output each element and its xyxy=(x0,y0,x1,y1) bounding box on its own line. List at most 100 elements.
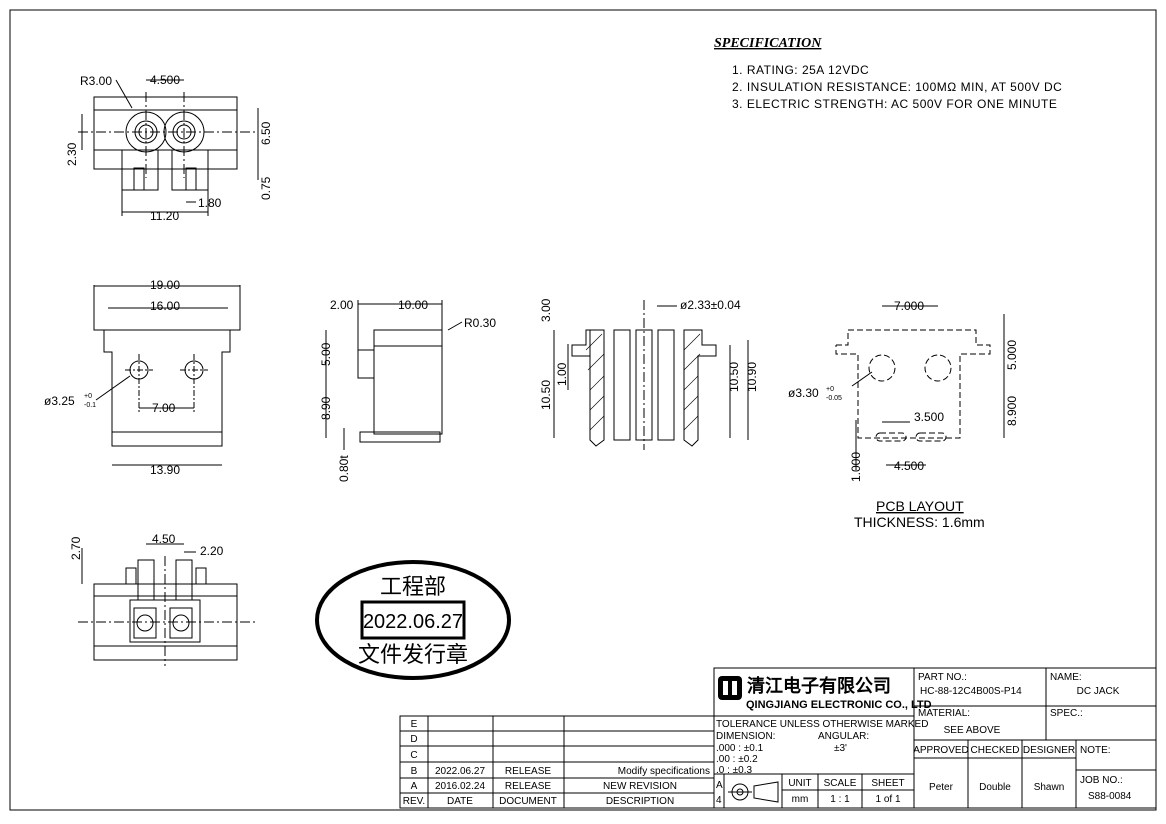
top-view xyxy=(78,79,259,216)
checked-value: Double xyxy=(979,782,1011,793)
section-h-left: 10.50 xyxy=(539,380,553,410)
rev-c: C xyxy=(410,750,417,761)
rev-b-doc: RELEASE xyxy=(505,766,551,777)
rev-d: D xyxy=(410,734,417,745)
approved-value: Peter xyxy=(929,782,954,793)
top-pitch: 4.500 xyxy=(150,73,180,87)
top-pin: 1.80 xyxy=(198,196,222,210)
company-en: QINGJIANG ELECTRONIC CO., LTD xyxy=(746,699,932,711)
bottom-pitch: 4.50 xyxy=(152,532,176,546)
pcb-h1: 5.000 xyxy=(1005,340,1019,370)
top-h-left: 2.30 xyxy=(65,142,79,166)
front-hole: ø3.25 xyxy=(44,394,75,408)
tol-row-1: .000 : ±0.1 xyxy=(716,743,764,754)
pcb-hole-tol-dn: -0.05 xyxy=(826,395,842,402)
unit-value: mm xyxy=(792,794,809,805)
side-h1: 5.00 xyxy=(319,342,333,366)
rev-a: A xyxy=(411,781,418,792)
revision-rows: E D C B 2022.06.27 RELEASE Modify specif… xyxy=(403,719,710,807)
top-width: 11.20 xyxy=(150,209,179,223)
pcb-h2: 8.900 xyxy=(1005,396,1019,426)
material-value: SEE ABOVE xyxy=(944,725,1001,736)
pcb-thickness: THICKNESS: 1.6mm xyxy=(854,514,985,530)
section-h-inner: 1.00 xyxy=(555,362,569,386)
scale-label: SCALE xyxy=(824,778,857,789)
sheet-border xyxy=(9,9,1157,811)
company-cn: 清江电子有限公司 xyxy=(747,675,891,697)
tol-row-2: .00 : ±0.2 xyxy=(716,754,758,765)
angular-value: ±3' xyxy=(834,743,847,754)
top-r: R3.00 xyxy=(80,74,112,88)
top-h-low: 0.75 xyxy=(259,176,273,200)
tol-row-3: .0 : ±0.3 xyxy=(716,765,753,776)
size-4: 4 xyxy=(716,795,722,806)
pcb-slot-pitch: 4.500 xyxy=(894,459,924,473)
title-block xyxy=(713,667,1157,809)
front-pitch: 7.00 xyxy=(152,401,176,415)
side-view xyxy=(325,300,463,450)
spec-title: SPECIFICATION xyxy=(714,36,822,51)
pcb-pitch: 7.000 xyxy=(894,299,924,313)
rev-header-desc: DESCRIPTION xyxy=(606,796,674,807)
section-dia: ø2.33±0.04 xyxy=(680,298,741,312)
projection-symbol-icon xyxy=(728,781,779,803)
pcb-slot: 3.500 xyxy=(914,410,944,424)
company-logo xyxy=(718,676,742,700)
angular-label: ANGULAR: xyxy=(818,731,869,742)
side-a: 2.00 xyxy=(330,298,354,312)
revision-table xyxy=(399,715,715,809)
section-view xyxy=(553,300,749,450)
checked-label: CHECKED xyxy=(971,745,1020,756)
stamp-top: 工程部 xyxy=(380,575,446,600)
designer-label: DESIGNER xyxy=(1023,745,1075,756)
bottom-view xyxy=(78,543,255,666)
front-base: 13.90 xyxy=(150,463,180,477)
front-view xyxy=(93,285,241,466)
rev-header-rev: REV. xyxy=(403,796,425,807)
tolerance-title: TOLERANCE UNLESS OTHERWISE MARKED xyxy=(716,719,928,730)
rev-b-desc: Modify specifications xyxy=(618,766,710,777)
rev-b-date: 2022.06.27 xyxy=(435,766,485,777)
rev-header-date: DATE xyxy=(447,796,473,807)
rev-e: E xyxy=(411,719,418,730)
front-inner: 16.00 xyxy=(150,299,180,313)
rev-a-date: 2016.02.24 xyxy=(435,781,485,792)
section-hatch xyxy=(585,333,701,431)
pcb-layout-view xyxy=(835,329,991,442)
stamp-date: 2022.06.27 xyxy=(363,611,463,633)
sheet-value: 1 of 1 xyxy=(875,794,900,805)
stamp-bottom: 文件发行章 xyxy=(358,643,468,668)
spec-item-1: 1. RATING: 25A 12VDC xyxy=(732,63,869,77)
section-top: 3.00 xyxy=(539,298,553,322)
rev-b: B xyxy=(411,766,418,777)
material-label: MATERIAL: xyxy=(918,708,970,719)
name-value: DC JACK xyxy=(1077,686,1120,697)
job-no-value: S88-0084 xyxy=(1088,791,1132,802)
pcb-title: PCB LAYOUT xyxy=(876,498,964,514)
front-hole-tol-up: +0 xyxy=(84,393,92,400)
pcb-slot-h: 1.000 xyxy=(849,452,863,482)
side-h2: 8.90 xyxy=(319,396,333,420)
spec-item-3: 3. ELECTRIC STRENGTH: AC 500V FOR ONE MI… xyxy=(732,97,1057,111)
bottom-h: 2.70 xyxy=(69,536,83,560)
top-h-right: 6.50 xyxy=(259,121,273,145)
rev-a-doc: RELEASE xyxy=(505,781,551,792)
section-h-r2: 10.90 xyxy=(745,362,759,392)
pcb-hole: ø3.30 xyxy=(788,386,819,400)
rev-a-desc: NEW REVISION xyxy=(603,781,677,792)
spec-label: SPEC.: xyxy=(1050,708,1083,719)
size-a: A xyxy=(716,780,723,791)
rev-header-doc: DOCUMENT xyxy=(499,796,557,807)
spec-item-2: 2. INSULATION RESISTANCE: 100MΩ MIN, AT … xyxy=(732,80,1062,94)
dimension-label: DIMENSION: xyxy=(716,731,775,742)
bottom-w: 2.20 xyxy=(200,544,224,558)
name-label: NAME: xyxy=(1050,672,1082,683)
pcb-dim-lines xyxy=(851,305,1005,470)
note-label: NOTE: xyxy=(1080,745,1111,756)
front-outer: 19.00 xyxy=(150,278,180,292)
job-no-label: JOB NO.: xyxy=(1080,775,1123,786)
side-r: R0.30 xyxy=(464,316,496,330)
approved-label: APPROVED xyxy=(913,745,969,756)
sheet-label: SHEET xyxy=(871,778,904,789)
